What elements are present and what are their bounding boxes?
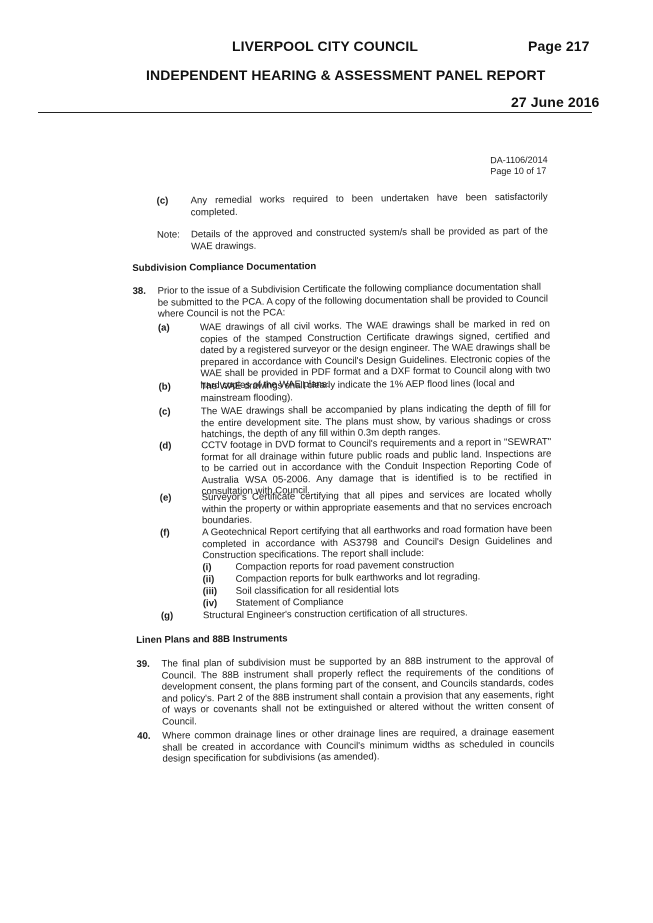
cond38-intro: Prior to the issue of a Subdivision Cert… <box>157 281 549 320</box>
doc-reference: DA-1106/2014 Page 10 of 17 <box>490 155 548 178</box>
cond38-item-f-text: A Geotechnical Report certifying that al… <box>202 523 553 562</box>
doc-ref-number: DA-1106/2014 <box>490 154 548 166</box>
doc-ref-page: Page 10 of 17 <box>490 165 547 177</box>
f-sub-ii-label: (ii) <box>202 574 215 586</box>
cond38-item-b-text: The WAE drawings shall clearly indicate … <box>200 377 515 404</box>
note-text: Details of the approved and constructed … <box>190 225 549 252</box>
f-sub-iv-label: (iv) <box>202 598 218 610</box>
report-title: INDEPENDENT HEARING & ASSESSMENT PANEL R… <box>146 67 546 83</box>
section-subdivision-compliance: Subdivision Compliance Documentation <box>132 261 317 274</box>
cond40-text: Where common drainage lines or other dra… <box>162 726 555 765</box>
f-sub-iii-text: Soil classification for all residential … <box>235 584 399 597</box>
item-c-top-text: Any remedial works required to been unde… <box>190 191 548 218</box>
cond38-item-f-label: (f) <box>160 527 170 539</box>
f-sub-iv-text: Statement of Compliance <box>235 596 344 609</box>
cond38-number: 38. <box>132 285 146 297</box>
f-sub-i-label: (i) <box>202 562 212 574</box>
cond39-number: 39. <box>136 658 150 670</box>
item-c-top-label: (c) <box>156 195 169 207</box>
council-name: LIVERPOOL CITY COUNCIL <box>232 38 419 54</box>
f-sub-iii-label: (iii) <box>202 586 218 598</box>
section-linen-plans: Linen Plans and 88B Instruments <box>136 633 288 646</box>
cond38-item-b-label: (b) <box>158 381 171 393</box>
cond38-item-e-label: (e) <box>159 492 172 504</box>
report-date: 27 June 2016 <box>511 94 600 110</box>
cond40-number: 40. <box>137 730 151 742</box>
cond38-item-g-text: Structural Engineer's construction certi… <box>202 607 468 622</box>
cond38-item-c-label: (c) <box>158 406 171 418</box>
cond38-item-a-label: (a) <box>157 322 170 334</box>
scanned-page-content: DA-1106/2014 Page 10 of 17 (c) Any remed… <box>128 138 558 765</box>
note-label: Note: <box>156 229 180 241</box>
cond38-item-e-text: Surveyor's Certificate certifying that a… <box>201 488 552 527</box>
cond38-item-g-label: (g) <box>160 610 174 622</box>
cond38-item-c-text: The WAE drawings shall be accompanied by… <box>200 402 551 441</box>
header-divider <box>38 112 592 113</box>
page-number: Page 217 <box>528 38 590 54</box>
cond39-text: The final plan of subdivision must be su… <box>161 654 554 728</box>
f-sub-ii-text: Compaction reports for bulk earthworks a… <box>235 571 481 585</box>
cond38-item-d-label: (d) <box>159 440 172 452</box>
